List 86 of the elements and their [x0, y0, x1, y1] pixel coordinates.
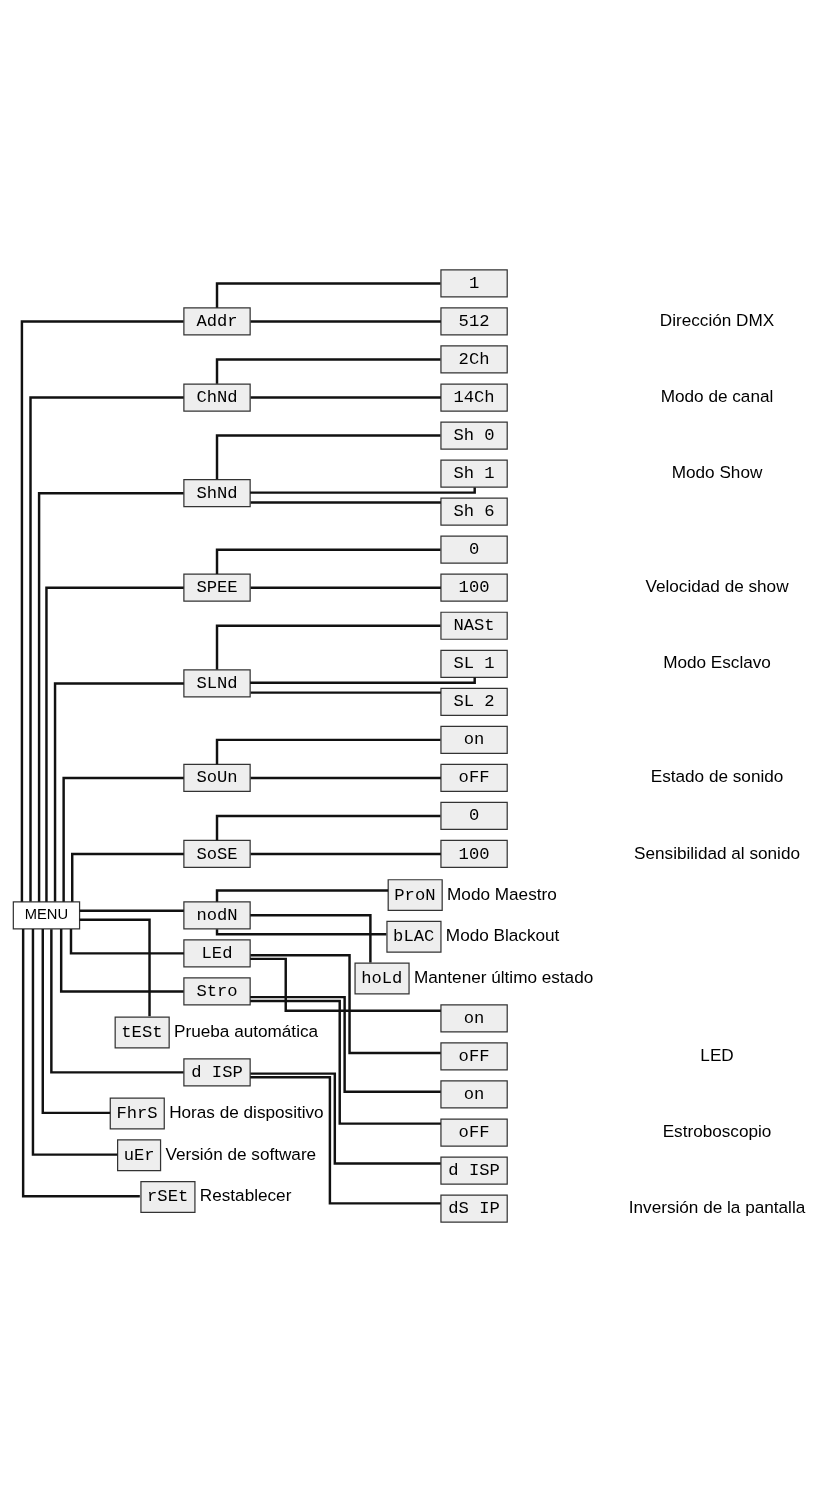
node-box: 1: [440, 269, 508, 298]
label: LED: [700, 1044, 734, 1065]
node-box: LEd: [183, 939, 251, 968]
node-box: 100: [440, 573, 508, 602]
node-label: Versión de software: [165, 1143, 317, 1164]
connector: [215, 889, 389, 902]
node-box: on: [440, 1004, 508, 1033]
node-label: Restablecer: [199, 1185, 292, 1206]
connector: [250, 852, 441, 856]
connector: [20, 320, 184, 902]
connector: [250, 677, 476, 685]
connector: [250, 995, 441, 1093]
connector: [69, 929, 184, 955]
node-box: Sh 6: [440, 497, 508, 526]
node-box: MENU: [12, 901, 81, 930]
connector: [59, 928, 184, 993]
node-label: Modo Blackout: [445, 925, 560, 946]
connector: [250, 1076, 441, 1205]
label: Sensibilidad al sonido: [634, 842, 801, 863]
connector: [250, 957, 441, 1012]
label: Estado de sonido: [650, 766, 784, 787]
node-box: 0: [440, 801, 508, 831]
node-box: 512: [440, 307, 508, 336]
label: Modo de canal: [660, 386, 774, 407]
label: Velocidad de show: [645, 576, 789, 597]
connector: [215, 929, 387, 936]
node-box: SL 2: [440, 687, 508, 716]
connector: [45, 586, 184, 902]
connector: [250, 691, 441, 694]
label: Estroboscopio: [662, 1121, 772, 1142]
node-box: SL 1: [440, 649, 508, 678]
connector: [250, 776, 441, 780]
node-box: SLNd: [183, 669, 251, 698]
node-label: Mantener último estado: [413, 967, 594, 988]
connector: [79, 909, 184, 913]
connector: [250, 501, 441, 504]
connector: [29, 396, 184, 902]
node-label: Horas de dispositivo: [169, 1102, 324, 1123]
node-box: d ISP: [440, 1156, 508, 1185]
connector: [250, 914, 372, 963]
node-box: 100: [440, 839, 508, 869]
connector: [250, 1072, 441, 1165]
connector: [250, 586, 441, 589]
node-box: oFF: [440, 1118, 508, 1147]
node-box: Stro: [183, 977, 251, 1006]
node-box: Sh 0: [440, 421, 508, 450]
connector: [250, 487, 476, 494]
label: Dirección DMX: [659, 309, 775, 330]
node-label: Modo Maestro: [447, 883, 557, 904]
connector: [31, 928, 118, 1156]
connector: [250, 954, 441, 1055]
connector: [250, 320, 441, 323]
node-box: Sh 1: [440, 459, 508, 488]
node-box: nodN: [183, 901, 251, 930]
node-box: Addr: [183, 307, 251, 336]
node-box: on: [440, 725, 508, 754]
node-box: ChNd: [183, 383, 251, 412]
node-box: SPEE: [183, 573, 251, 602]
connector: [250, 396, 441, 399]
node-label: Prueba automática: [174, 1021, 319, 1042]
node-box: 14Ch: [440, 383, 508, 412]
node-box: oFF: [440, 1042, 508, 1071]
node-box: 0: [440, 535, 508, 564]
connector: [50, 929, 184, 1074]
label: Modo Esclavo: [663, 652, 771, 673]
connector: [79, 918, 151, 1017]
connector: [215, 434, 441, 480]
node-box: oFF: [440, 763, 508, 792]
connector: [250, 999, 441, 1125]
label: Modo Show: [671, 462, 763, 483]
connector: [37, 492, 184, 902]
connector: [41, 928, 111, 1115]
label: Inversión de la pantalla: [628, 1197, 806, 1218]
node-box: NASt: [440, 611, 508, 640]
node-box: dS IP: [440, 1194, 508, 1223]
node-box: ShNd: [183, 479, 251, 508]
node-box: on: [440, 1080, 508, 1109]
node-box: 2Ch: [440, 345, 508, 374]
connector: [21, 928, 140, 1198]
node-box: SoSE: [183, 839, 251, 869]
node-box: d ISP: [183, 1058, 251, 1087]
connector: [53, 682, 184, 902]
connector: [71, 852, 184, 902]
connector: [215, 624, 441, 670]
connector: [62, 776, 184, 902]
node-box: SoUn: [183, 763, 251, 792]
